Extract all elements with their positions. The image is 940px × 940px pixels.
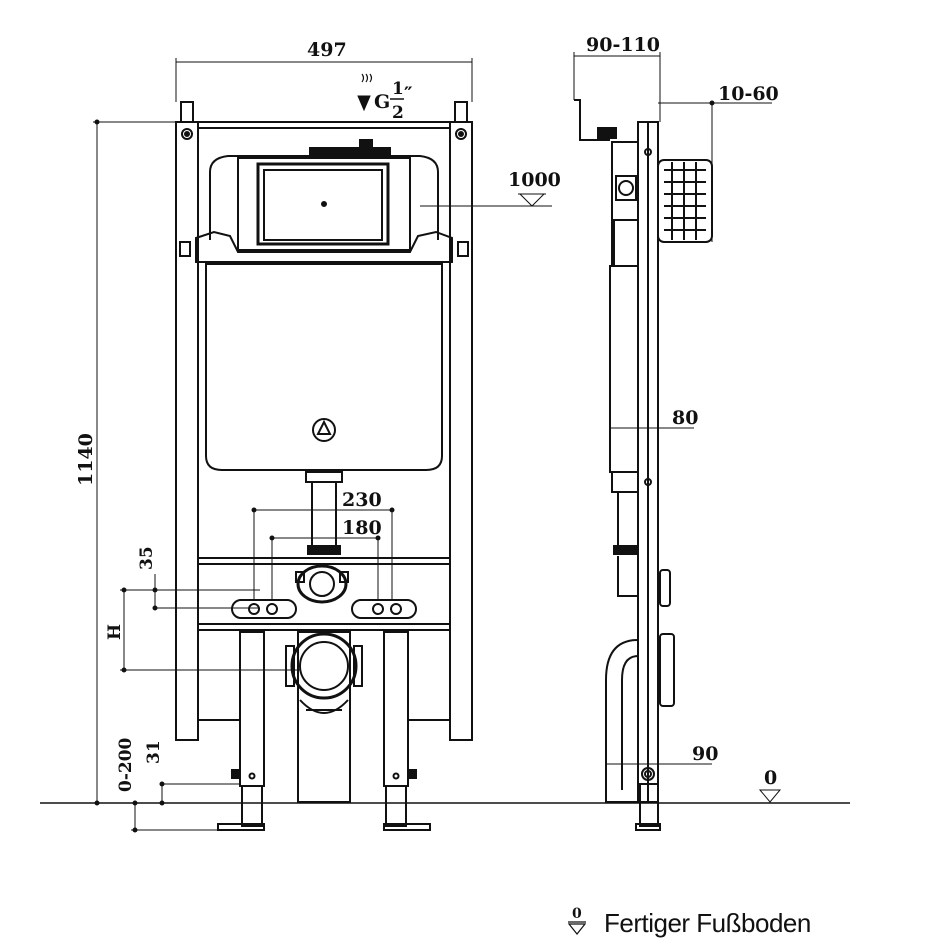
supply-prefix: G xyxy=(374,91,390,113)
dim-depth-range: 90-110 xyxy=(586,34,660,56)
supply-numerator: 1 xyxy=(392,79,404,99)
dim-frame-width: 497 xyxy=(307,39,347,61)
legend-symbol-value: 0 xyxy=(572,906,582,922)
dim-height-h: H xyxy=(105,624,125,640)
dim-offset-35: 35 xyxy=(137,546,157,570)
dim-foot-range: 0-200 xyxy=(116,737,136,792)
dim-wall-range: 10-60 xyxy=(718,83,779,105)
dim-side-80: 80 xyxy=(672,407,698,429)
front-dimensions xyxy=(93,58,552,833)
dim-water-level: 1000 xyxy=(508,169,561,191)
supply-denominator: 2 xyxy=(392,103,404,123)
dim-frame-height: 1140 xyxy=(75,433,97,486)
dim-fixing-230: 230 xyxy=(342,489,382,511)
supply-label: G 1 2 ″ xyxy=(374,79,413,123)
front-view xyxy=(175,101,473,831)
supply-unit: ″ xyxy=(404,83,413,105)
dim-side-90: 90 xyxy=(692,743,718,765)
supply-arrow-icon xyxy=(357,73,373,112)
side-view xyxy=(574,99,713,831)
side-dimensions xyxy=(573,52,782,803)
dim-foot-31: 31 xyxy=(144,740,164,764)
dim-floor-zero: 0 xyxy=(764,767,777,789)
legend-text: Fertiger Fußboden xyxy=(604,908,811,938)
floor-level-icon: 0 xyxy=(567,906,587,935)
dim-fixing-180: 180 xyxy=(342,517,382,539)
